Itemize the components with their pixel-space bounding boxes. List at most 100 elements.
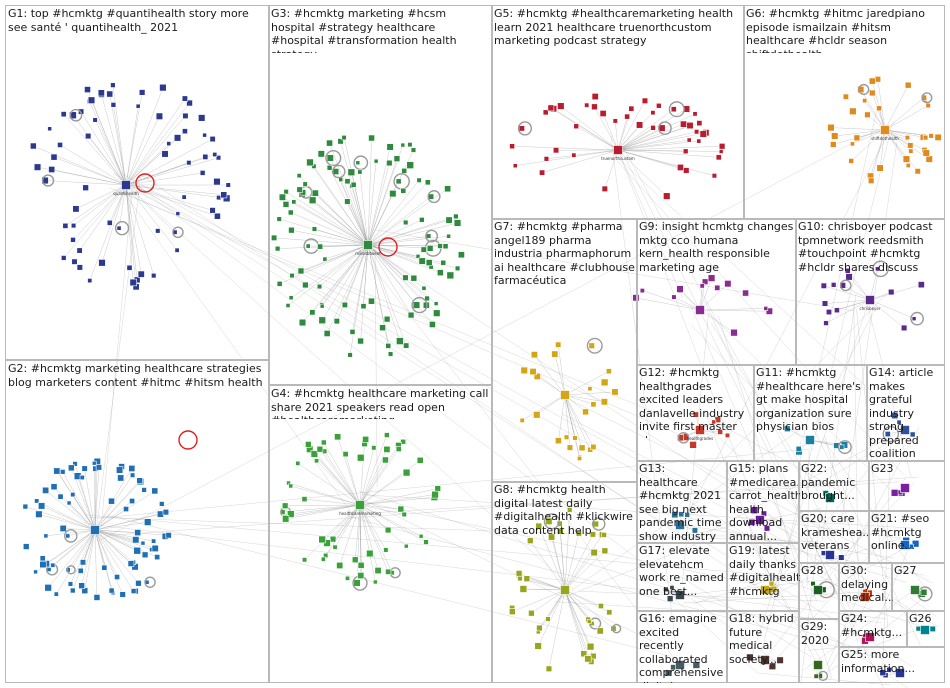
edge (47, 529, 96, 588)
node (914, 168, 921, 175)
node (556, 527, 564, 535)
edge (550, 107, 619, 151)
node (271, 234, 278, 241)
edge (617, 123, 684, 151)
hub-label: mikesbtweet (355, 251, 381, 256)
edge (678, 523, 895, 559)
edge (282, 197, 369, 246)
edge (367, 193, 394, 246)
edge (94, 529, 112, 591)
node (117, 474, 125, 482)
edge (286, 191, 369, 246)
node (129, 278, 137, 287)
node (33, 163, 42, 171)
node (533, 372, 541, 380)
edge (322, 244, 369, 321)
edge (329, 143, 369, 246)
node (337, 138, 344, 145)
group-label-g13: G13: healthcare #hcmktg 2021 see big nex… (639, 462, 722, 543)
node (922, 149, 930, 157)
edge (53, 156, 127, 186)
edge (124, 193, 356, 519)
node (768, 662, 777, 670)
edge (811, 540, 919, 598)
edge (94, 511, 166, 531)
self-loop (921, 92, 933, 104)
node (888, 288, 895, 296)
node (588, 342, 595, 349)
edge (564, 394, 594, 448)
node (453, 213, 459, 220)
edge (594, 106, 619, 151)
node (694, 129, 700, 135)
self-loop (66, 565, 76, 575)
edge (672, 578, 832, 597)
self-loop (144, 576, 156, 588)
edge (564, 589, 585, 654)
node (742, 289, 749, 297)
group-panel-g22 (798, 460, 870, 512)
hub-node (355, 500, 365, 510)
node (53, 591, 59, 597)
node (137, 270, 145, 278)
edge (325, 504, 361, 556)
edge (869, 299, 905, 329)
node (316, 283, 323, 290)
node (567, 507, 573, 513)
node (140, 540, 146, 546)
edge (563, 544, 697, 598)
edge (359, 434, 388, 506)
node (79, 559, 87, 566)
edge (284, 504, 361, 518)
node (305, 441, 312, 448)
node (580, 650, 588, 658)
edge (679, 514, 907, 583)
group-panel-g19 (726, 542, 800, 612)
hub-node (363, 240, 373, 250)
hub-label: shiftdothealth (871, 136, 899, 141)
node (416, 177, 422, 183)
node (517, 575, 523, 582)
edge (359, 504, 393, 573)
node (934, 133, 942, 141)
edge (94, 481, 141, 531)
node (842, 93, 849, 100)
node (155, 112, 164, 120)
edge (62, 471, 96, 531)
node (563, 434, 570, 440)
node (920, 588, 928, 596)
edge (125, 184, 137, 287)
edge (360, 244, 369, 342)
node (573, 123, 580, 130)
edge (363, 244, 369, 307)
node (202, 132, 207, 138)
edge (553, 108, 619, 151)
edge (322, 504, 361, 540)
edge (767, 513, 852, 601)
node (586, 642, 595, 651)
node (135, 580, 142, 587)
self-loop (591, 517, 606, 531)
node (419, 217, 425, 223)
edge (98, 128, 880, 542)
node (600, 398, 608, 406)
edge (690, 324, 814, 451)
node (446, 233, 451, 239)
node (186, 99, 193, 107)
edge (546, 149, 619, 160)
edge (367, 162, 390, 246)
edge (367, 244, 431, 249)
hub-node (813, 585, 823, 595)
node (444, 185, 452, 193)
edge (564, 394, 605, 403)
node (545, 665, 553, 672)
edge (617, 127, 654, 151)
node (22, 543, 30, 550)
node (110, 82, 116, 88)
node (159, 83, 167, 92)
node (601, 185, 608, 192)
edge (367, 219, 422, 246)
hub-label: healthgrades (687, 436, 713, 441)
edge (300, 244, 369, 272)
node (39, 560, 47, 569)
